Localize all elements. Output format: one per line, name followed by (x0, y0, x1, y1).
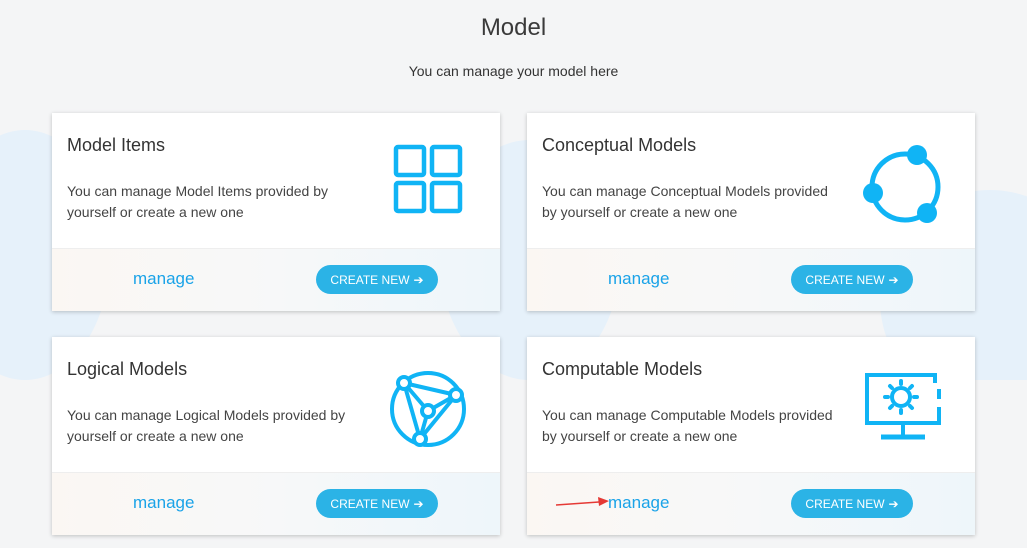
create-new-label: CREATE NEW (330, 272, 410, 287)
card-conceptual-models: Conceptual Models You can manage Concept… (527, 113, 975, 311)
create-new-button[interactable]: CREATE NEW ➔ (791, 489, 913, 518)
card-description: You can manage Computable Models provide… (542, 407, 833, 444)
create-new-label: CREATE NEW (330, 496, 410, 511)
card-title: Computable Models (542, 359, 703, 379)
card-model-items: Model Items You can manage Model Items p… (52, 113, 500, 311)
create-new-button[interactable]: CREATE NEW ➔ (791, 265, 913, 294)
arrow-right-icon: ➔ (413, 272, 424, 287)
card-logical-models: Logical Models You can manage Logical Mo… (52, 337, 500, 535)
create-new-button[interactable]: CREATE NEW ➔ (316, 489, 438, 518)
arrow-right-icon: ➔ (413, 496, 424, 511)
page-subtitle: You can manage your model here (408, 63, 619, 79)
card-title: Logical Models (67, 359, 188, 379)
card-footer: manage CREATE NEW ➔ (52, 472, 500, 535)
card-computable-models: Computable Models You can manage Computa… (527, 337, 975, 535)
manage-link[interactable]: manage (608, 493, 670, 512)
card-description: You can manage Conceptual Models provide… (542, 183, 828, 220)
create-new-label: CREATE NEW (805, 272, 885, 287)
grid-icon (384, 141, 472, 229)
arrow-right-icon: ➔ (888, 272, 899, 287)
card-footer: manage CREATE NEW ➔ (527, 248, 975, 311)
monitor-gear-icon (859, 365, 947, 453)
circle-nodes-icon (859, 141, 947, 229)
card-description: You can manage Logical Models provided b… (67, 407, 346, 444)
card-title: Conceptual Models (542, 135, 697, 155)
create-new-button[interactable]: CREATE NEW ➔ (316, 265, 438, 294)
card-footer: manage CREATE NEW ➔ (52, 248, 500, 311)
annotation-arrow-icon (555, 495, 610, 509)
create-new-label: CREATE NEW (805, 496, 885, 511)
card-title: Model Items (67, 135, 166, 155)
network-globe-icon (384, 365, 472, 453)
manage-link[interactable]: manage (133, 493, 195, 512)
arrow-right-icon: ➔ (888, 496, 899, 511)
page-title: Model (480, 14, 547, 41)
manage-link[interactable]: manage (608, 269, 670, 288)
manage-link[interactable]: manage (133, 269, 195, 288)
card-description: You can manage Model Items provided by y… (67, 183, 328, 220)
